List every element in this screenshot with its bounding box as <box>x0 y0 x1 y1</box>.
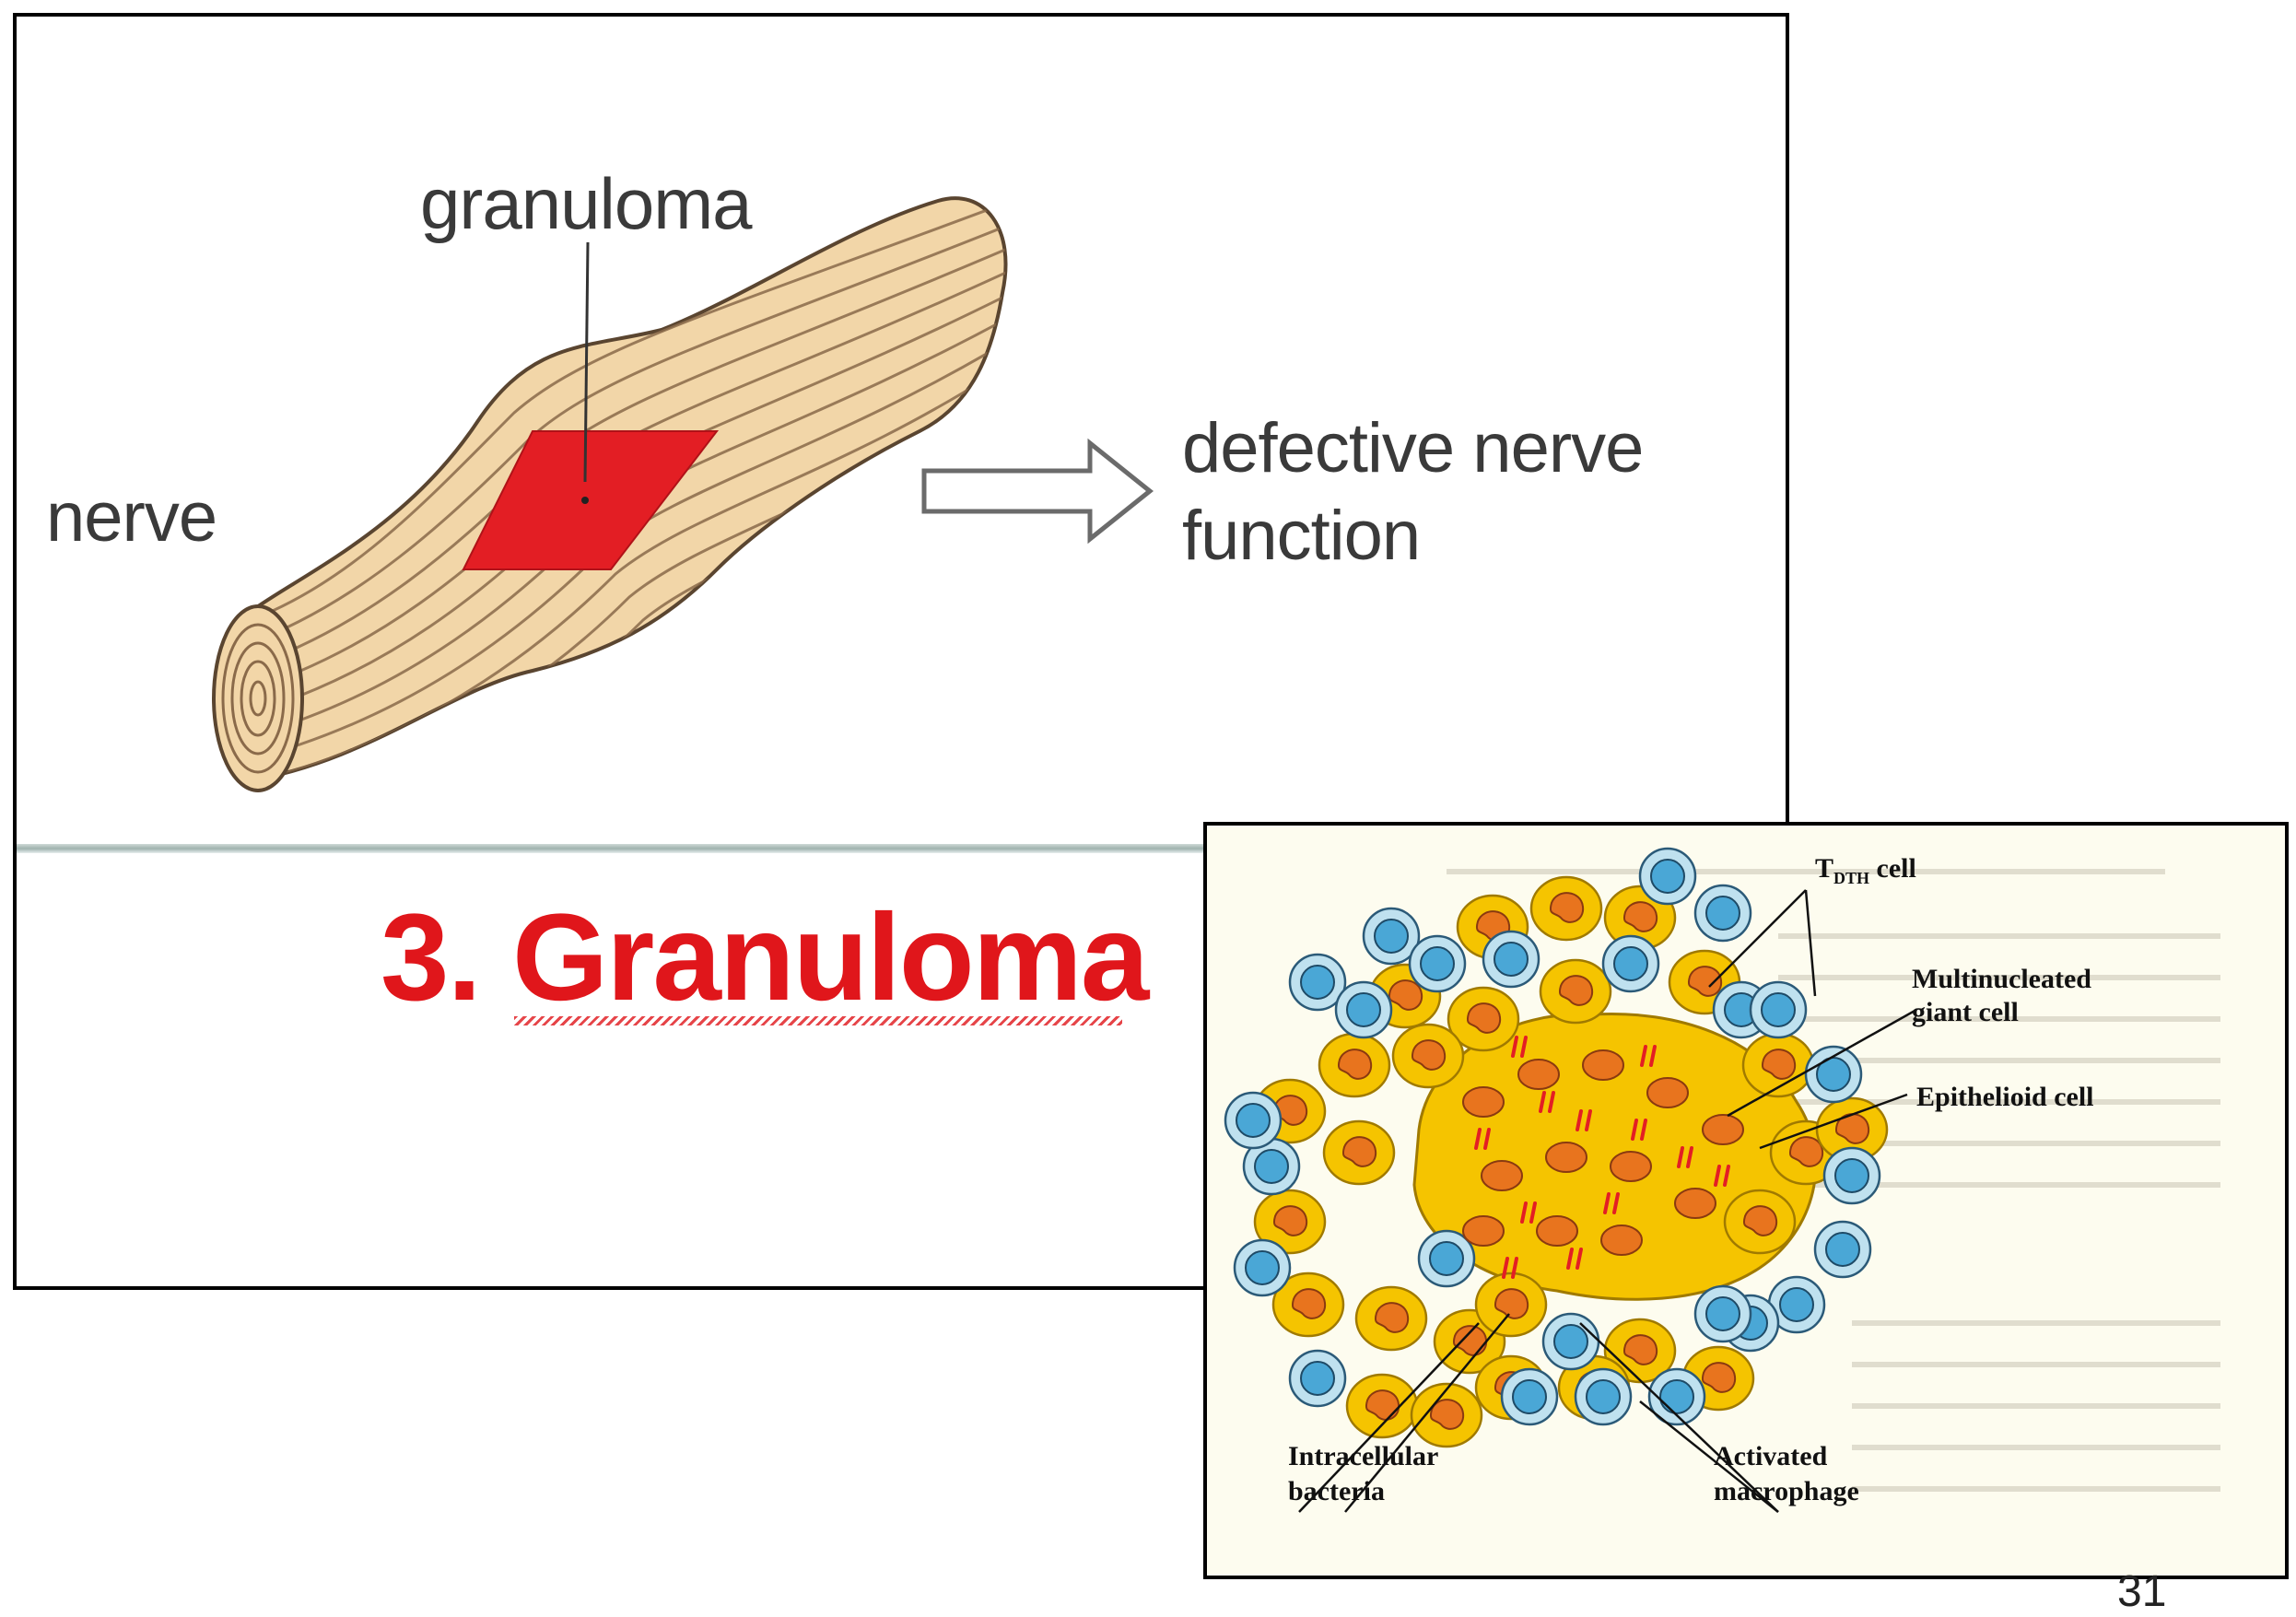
tdth-cell <box>1408 934 1467 993</box>
macrophage-cell <box>1447 986 1520 1052</box>
intracellular-bacteria <box>1640 1045 1657 1067</box>
leader-lines <box>1298 889 1917 1513</box>
macrophage-cell <box>1391 1023 1465 1089</box>
giant-cell-nucleus <box>1462 1086 1505 1118</box>
macrophage-cell <box>1253 1189 1327 1255</box>
intracellular-label-line1: Intracellular <box>1288 1441 1439 1471</box>
giant-cell-nucleus <box>1582 1049 1624 1081</box>
page-number: 31 <box>2117 1567 2167 1616</box>
nerve-illustration <box>212 196 1154 792</box>
granuloma-patch <box>462 430 720 570</box>
intracellular-bacteria <box>1474 1128 1491 1150</box>
macrophage-cell <box>1741 1032 1815 1098</box>
intracellular-bacteria <box>1677 1146 1693 1168</box>
intracellular-bacteria <box>1714 1165 1730 1187</box>
granuloma-cell-diagram <box>1224 847 1917 1513</box>
macrophage-cell <box>1271 1271 1345 1338</box>
slide-title: 3. Granuloma <box>381 889 1149 1026</box>
giant-cell-nucleus <box>1610 1151 1652 1182</box>
giant-cell-nucleus <box>1646 1077 1689 1108</box>
granuloma-leader-line <box>583 241 590 483</box>
tdth-cell <box>1647 1367 1706 1426</box>
macrophage-cell <box>1539 958 1612 1025</box>
tdth-cell <box>1233 1238 1292 1297</box>
granuloma-label: granuloma <box>420 163 753 244</box>
tdth-cell <box>1822 1146 1881 1205</box>
tdth-cell <box>1693 884 1752 943</box>
macrophage-cell <box>1322 1119 1396 1186</box>
tdth-cell <box>1541 1312 1600 1371</box>
macrophage-cell <box>1410 1382 1483 1448</box>
intracellular-bacteria <box>1631 1119 1647 1141</box>
intracellular-label-line2: bacteria <box>1288 1476 1385 1506</box>
tdth-cell <box>1362 907 1421 966</box>
multinucleated-label-line1: Multinucleated <box>1912 964 2091 994</box>
intracellular-bacteria <box>1539 1091 1555 1113</box>
giant-cell-nucleus <box>1462 1215 1505 1247</box>
tdth-cell <box>1749 980 1808 1039</box>
macrophage-cell <box>1529 875 1603 942</box>
outcome-label-line1: defective nerve <box>1182 409 1644 487</box>
epithelioid-label: Epithelioid cell <box>1916 1082 2094 1112</box>
tdth-cell <box>1601 934 1660 993</box>
macrophage-cell <box>1603 1318 1677 1384</box>
macrophage-cell <box>1723 1189 1797 1255</box>
intracellular-bacteria <box>1576 1109 1592 1131</box>
multinucleated-label-line2: giant cell <box>1912 997 2019 1027</box>
activated-label-line1: Activated <box>1714 1441 1828 1471</box>
giant-cell-nucleus <box>1600 1224 1643 1256</box>
intracellular-bacteria <box>1603 1192 1620 1214</box>
tdth-cell <box>1288 953 1347 1012</box>
nerve-label: nerve <box>46 478 217 557</box>
tdth-cell <box>1500 1367 1559 1426</box>
macrophage-cell <box>1354 1285 1428 1352</box>
tdth-cell <box>1224 1091 1283 1150</box>
tdth-cell <box>1288 1349 1347 1408</box>
tdth-cell <box>1813 1220 1872 1279</box>
giant-cell-nucleus <box>1545 1142 1587 1173</box>
tdth-cell <box>1638 847 1697 906</box>
tdth-label: TDTH cell <box>1815 853 1916 887</box>
intracellular-bacteria <box>1511 1036 1528 1058</box>
macrophage-cell <box>1345 1373 1419 1439</box>
tdth-cell <box>1804 1045 1863 1104</box>
tdth-cell <box>1242 1137 1301 1196</box>
tdth-cell <box>1417 1229 1476 1288</box>
giant-cell-nucleus <box>1517 1059 1560 1090</box>
activated-label-line2: macrophage <box>1714 1476 1859 1506</box>
tdth-cell <box>1693 1284 1752 1343</box>
nerve-cut-end <box>212 604 304 792</box>
giant-cell-nucleus <box>1674 1188 1716 1219</box>
macrophage-cell <box>1318 1032 1391 1098</box>
giant-cell-nucleus <box>1702 1114 1744 1145</box>
intracellular-bacteria <box>1502 1257 1518 1279</box>
tdth-cell <box>1334 980 1393 1039</box>
tdth-cell <box>1574 1367 1633 1426</box>
granuloma-cells-panel: TDTH cell Multinucleated giant cell Epit… <box>1203 822 2289 1579</box>
nerve-granuloma-panel: granuloma nerve defective nerve function… <box>13 13 1789 1290</box>
outcome-label-line2: function <box>1182 497 1421 575</box>
tdth-cell <box>1482 930 1540 989</box>
outcome-arrow-icon <box>921 438 1154 545</box>
intracellular-bacteria <box>1566 1248 1583 1270</box>
spellcheck-underline <box>514 1016 1122 1025</box>
divider-line <box>17 844 1786 853</box>
giant-cell-nucleus <box>1481 1160 1523 1191</box>
macrophage-cell <box>1815 1096 1889 1163</box>
giant-cell-nucleus <box>1536 1215 1578 1247</box>
intracellular-bacteria <box>1520 1201 1537 1224</box>
macrophage-cell <box>1474 1271 1548 1338</box>
